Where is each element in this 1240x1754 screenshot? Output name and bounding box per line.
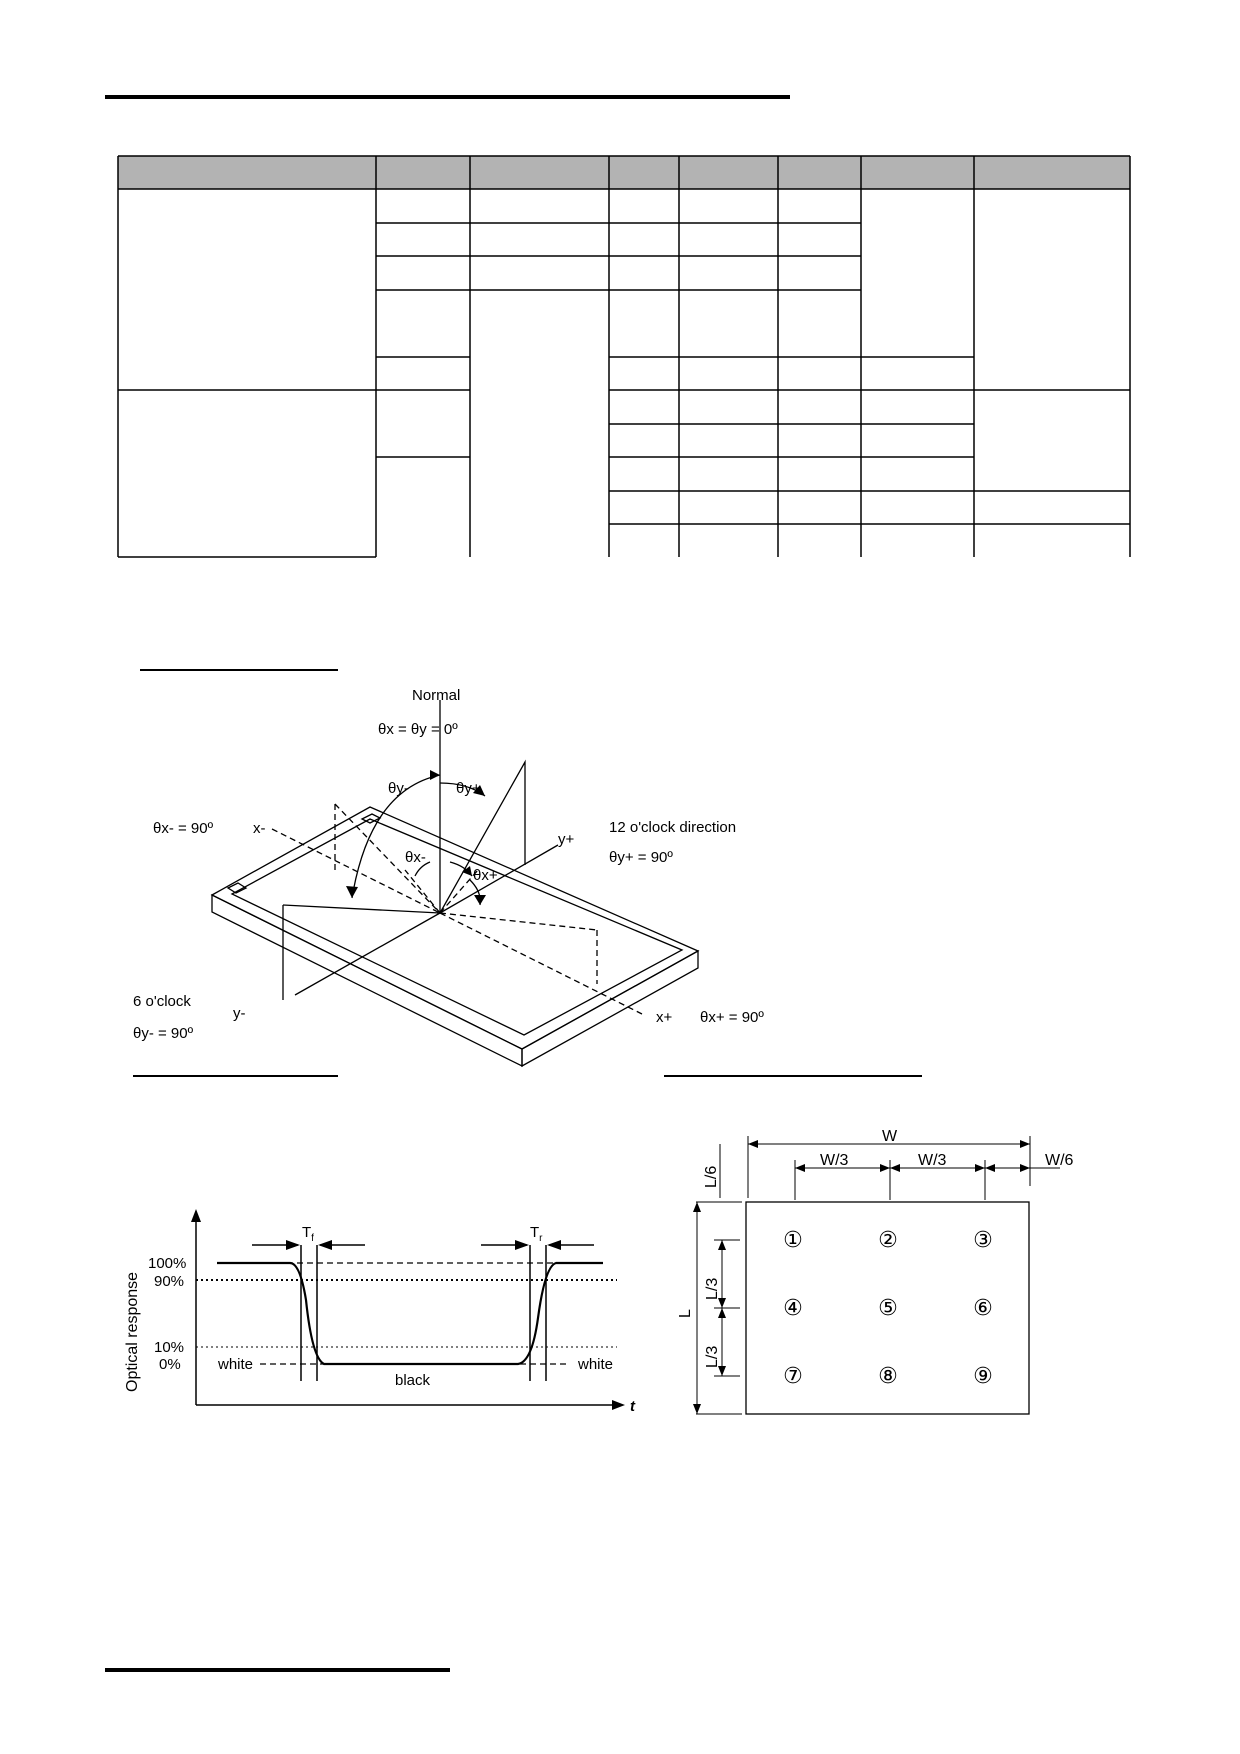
theta-x-minus-label: θx- (405, 849, 426, 866)
l3-label-2: L/3 (704, 1346, 721, 1368)
section-underline-measurement-points (664, 1075, 922, 1077)
tr-label: Tr (530, 1224, 543, 1244)
normal-label: Normal (412, 687, 460, 704)
twelve-oclock-label: 12 o'clock direction (609, 819, 736, 836)
x-minus-label: x- (253, 820, 266, 837)
point-8: ⑧ (878, 1363, 898, 1388)
y-minus-label: y- (233, 1005, 246, 1022)
tick-10: 10% (154, 1339, 184, 1356)
tick-100: 100% (148, 1255, 186, 1272)
theta-x-plus-equation: θx+ = 90º (700, 1009, 764, 1026)
spec-table (117, 155, 1131, 558)
normal-equation: θx = θy = 0º (378, 721, 458, 738)
footer-rule (105, 1668, 450, 1672)
w3-label-1: W/3 (820, 1152, 849, 1169)
tick-90: 90% (154, 1273, 184, 1290)
point-9: ⑨ (973, 1363, 993, 1388)
theta-y-minus-equation: θy- = 90º (133, 1025, 194, 1042)
section-underline-viewing-angle (140, 669, 338, 671)
point-6: ⑥ (973, 1295, 993, 1320)
w3-label-2: W/3 (918, 1152, 947, 1169)
w6-label: W/6 (1045, 1152, 1074, 1169)
point-1: ① (783, 1227, 803, 1252)
l-label: L (677, 1309, 694, 1318)
theta-y-plus-equation: θy+ = 90º (609, 849, 673, 866)
point-2: ② (878, 1227, 898, 1252)
l6-label: L/6 (703, 1166, 720, 1188)
tf-label: Tf (302, 1224, 314, 1244)
tick-0: 0% (159, 1356, 181, 1373)
six-oclock-label: 6 o'clock (133, 993, 191, 1010)
theta-x-plus-label: θx+ (473, 867, 498, 884)
y-plus-label: y+ (558, 831, 575, 848)
y-axis-label: Optical response (124, 1272, 141, 1392)
point-4: ④ (783, 1295, 803, 1320)
point-3: ③ (973, 1227, 993, 1252)
theta-x-minus-equation: θx- = 90º (153, 820, 214, 837)
black-label: black (395, 1372, 431, 1389)
t-axis-label: t (630, 1398, 636, 1415)
l3-label-1: L/3 (704, 1278, 721, 1300)
white-left-label: white (217, 1356, 253, 1373)
section-underline-response-time (133, 1075, 338, 1077)
theta-y-minus-label: θy- (388, 780, 409, 797)
header-rule (105, 95, 790, 99)
white-right-label: white (577, 1356, 613, 1373)
theta-y-plus-label: θy+ (456, 780, 481, 797)
point-7: ⑦ (783, 1363, 803, 1388)
w-label: W (882, 1128, 898, 1145)
point-5: ⑤ (878, 1295, 898, 1320)
x-plus-label: x+ (656, 1009, 673, 1026)
